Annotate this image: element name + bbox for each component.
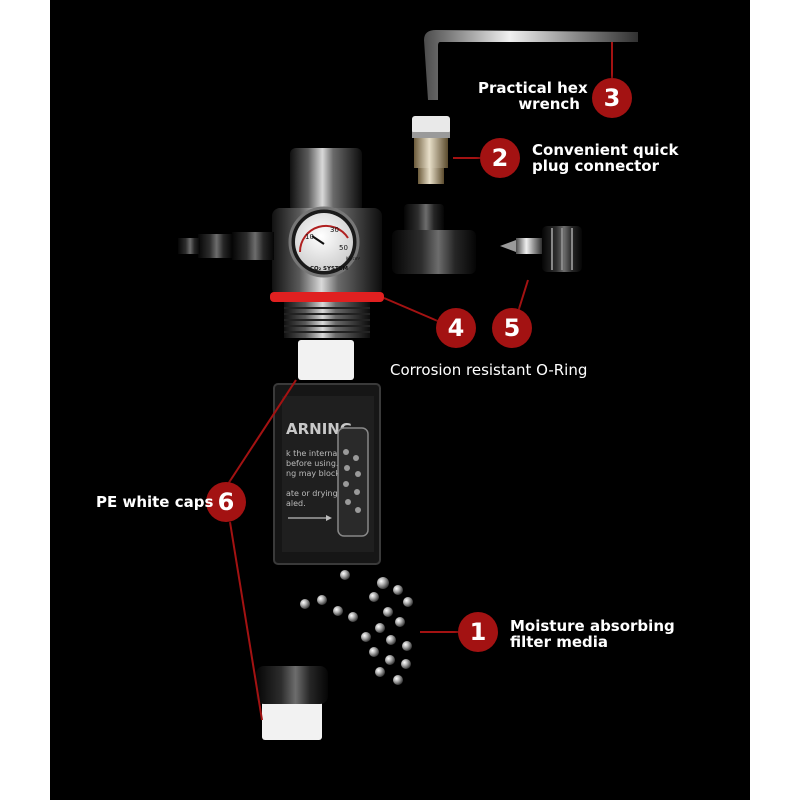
callout-badge-6: 6 — [206, 482, 246, 522]
label-line: PE white caps — [96, 493, 214, 511]
warning-line-1: k the internal — [286, 449, 340, 458]
gauge-tick-2: 30 — [330, 226, 339, 234]
warning-line-3: ng may block — [286, 469, 340, 478]
bottom-chamber — [256, 666, 328, 704]
warning-line-2: before using. — [286, 459, 338, 468]
gauge-tick-3: 50 — [339, 244, 348, 252]
filter-chamber: ARNING k the internal before using. ng m… — [273, 383, 381, 565]
callout-badge-3: 3 — [592, 78, 632, 118]
gauge-tick-1: 10 — [305, 233, 314, 241]
callout-badge-1: 1 — [458, 612, 498, 652]
label-line: Practical hex — [478, 79, 588, 97]
label-practical-hex-wrench: Practical hex wrench — [478, 79, 588, 113]
gauge-brand: CO₂ SYSTEM — [310, 266, 348, 272]
callout-badge-2: 2 — [480, 138, 520, 178]
warning-line-6: aled. — [286, 499, 306, 508]
filter-media-beads — [300, 570, 413, 685]
gauge-unit: Kg/cm² — [346, 256, 361, 261]
label-line: wrench — [518, 95, 580, 113]
t-fitting — [392, 204, 476, 274]
warning-line-5: ate or drying — [286, 489, 338, 498]
label-line: Convenient quick — [532, 141, 679, 159]
callout-badge-5: 5 — [492, 308, 532, 348]
warning-title: ARNING — [286, 420, 352, 438]
left-outlet-valve — [178, 232, 274, 260]
label-line: filter media — [510, 633, 609, 651]
label-corrosion-resistant-o-ring: Corrosion resistant O-Ring — [390, 361, 588, 379]
callout-leader-lines — [227, 42, 613, 721]
needle-valve — [500, 226, 582, 272]
hex-wrench — [424, 30, 638, 100]
callout-badge-4: 4 — [436, 308, 476, 348]
pressure-gauge: 10 30 50 CO₂ SYSTEM Kg/cm² — [288, 206, 361, 278]
label-line: plug connector — [532, 157, 660, 175]
pe-white-cap-top — [298, 340, 354, 380]
product-stage — [50, 0, 750, 800]
label-quick-plug-connector: Convenient quick plug connector — [532, 142, 678, 174]
label-pe-white-caps: PE white caps — [96, 494, 213, 510]
label-line: Moisture absorbing — [510, 617, 675, 635]
pe-white-cap-bottom — [262, 700, 322, 740]
thread-section — [284, 302, 370, 338]
quick-plug-connector — [412, 116, 450, 184]
label-moisture-absorbing-filter-media: Moisture absorbing filter media — [510, 618, 675, 650]
o-ring — [270, 292, 384, 302]
